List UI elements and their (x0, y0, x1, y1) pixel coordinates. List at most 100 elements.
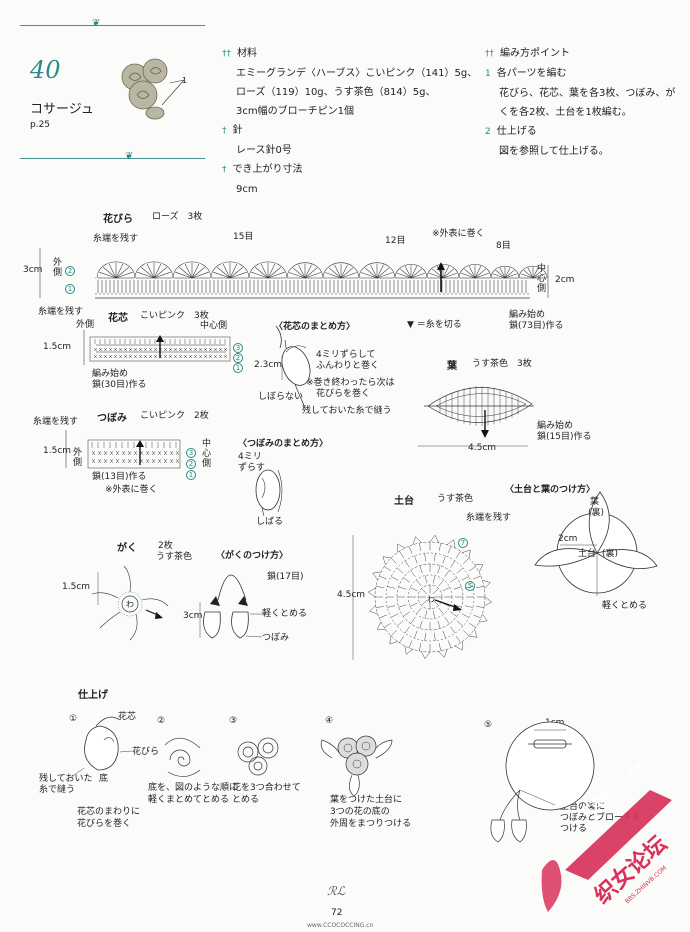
calyx-subtitle: うす茶色 (156, 552, 193, 562)
materials-block: ††材料 エミーグランデ〈ハーブス〉こいピンク（141）5g、 ローズ（119）… (222, 44, 477, 199)
finish-title: 仕上げ (78, 690, 108, 701)
dagger-icon: †† (485, 49, 494, 59)
core-subtitle: こいピンク 3枚 (140, 311, 209, 321)
side-label: 外側 (76, 320, 95, 330)
assembly-note: ふんわりと巻く (316, 361, 380, 371)
wrap-note: ※外表に巻く (105, 485, 158, 495)
row-marker: 2 (65, 258, 75, 277)
height-label: 2.3cm (254, 360, 283, 370)
width-label: 1cm (545, 718, 565, 728)
needle-value: レース針0号 (236, 145, 292, 156)
dagger-icon: †† (222, 49, 231, 59)
point-text: 花びら、花芯、葉を各3枚、つぼみ、が (499, 88, 676, 99)
ring-label: わ (427, 595, 435, 604)
step-label: 花びら (132, 747, 160, 757)
base-leaf-title: 〈土台と葉のつけ方〉 (505, 485, 596, 495)
core-assembly-title: 〈花芯のまとめ方〉 (274, 322, 356, 332)
step-note: 3つの花の底の (330, 807, 390, 817)
step-note: 軽くまとめてとめる (148, 795, 230, 805)
step-number: ① (69, 714, 78, 724)
leaf-subtitle: うす茶色 3枚 (472, 359, 532, 369)
assembly-note: 残しておいた糸で縫う (302, 406, 392, 416)
row-marker: 3 (233, 335, 243, 354)
bud-subtitle: こいピンク 2枚 (140, 411, 209, 421)
header-rule-bottom (20, 158, 205, 159)
point-heading: 仕上げる (496, 126, 537, 137)
calyx-title: がく (117, 543, 137, 554)
row-marker: 1 (65, 276, 75, 295)
leave-yarn-label: 糸端を残す (466, 513, 512, 523)
dagger-icon: † (222, 126, 227, 136)
step-number: ④ (325, 716, 334, 726)
height-label: 1.5cm (43, 446, 72, 456)
base-title: 土台 (394, 496, 414, 507)
footer-url: www.CCOCOCCING.cn (307, 922, 374, 929)
cut-legend: ▼ ＝糸を切る (407, 320, 462, 330)
point-text: くを各2枚、土台を1枚編む。 (499, 107, 632, 118)
row-marker: 7 (458, 530, 468, 549)
assembly-note: ※巻き終わったら次は (306, 378, 395, 388)
materials-line: 3cm幅のブローチピン1個 (236, 106, 354, 117)
points-heading: 編み方ポイント (500, 48, 570, 59)
side-label: 中心側 (200, 321, 228, 331)
start-label: 編み始め (92, 369, 129, 379)
leaf-back-label: (裏) (588, 508, 605, 518)
height-label: 1.5cm (62, 582, 91, 592)
step-note: 花びらを巻く (77, 819, 132, 829)
height-label: 3cm (183, 611, 203, 621)
page-number: 72 (331, 908, 343, 918)
step-label: 1cm（裏） (531, 764, 578, 774)
ornament-icon: ❦ (125, 151, 134, 162)
base-subtitle: うす茶色 (437, 494, 474, 504)
assembly-note: 4ミリずらして (316, 350, 376, 360)
diameter-label: 2cm (558, 534, 578, 544)
base-back-label: (裏) (602, 549, 619, 559)
step-note: 花芯のまわりに (77, 807, 141, 817)
point-number: 1 (485, 69, 491, 79)
stitch-count-label: 8目 (496, 241, 511, 251)
width-label: 4.5cm (468, 443, 497, 453)
calyx-subtitle: 2枚 (158, 541, 173, 551)
step-label: 底 (99, 774, 109, 784)
watermark-welcome: 欢迎Welcome (579, 757, 646, 820)
wrap-note: ※外表に巻く (432, 229, 485, 239)
step-number: ③ (229, 716, 238, 726)
assembly-note: 軽くとめる (602, 601, 648, 611)
assembly-note: 軽くとめる (262, 609, 308, 619)
side-label: 外側 (73, 448, 83, 468)
leaf-back-label: 葉 (590, 497, 600, 507)
chain-label: 鎖(17目) (267, 572, 304, 582)
start-label: 編み始め (537, 421, 574, 431)
step-label: 糸で縫う (39, 785, 76, 795)
photo-callout: 1 (182, 76, 188, 85)
assembly-note: ずらす (238, 463, 265, 473)
step-note: つぼみとブローチを (560, 813, 642, 823)
leave-yarn-label: 糸端を残す (33, 417, 79, 427)
petal-title: 花びら (103, 214, 133, 225)
materials-line: ローズ（119）10g、うす茶色（814）5g、 (236, 87, 436, 98)
start-label: 鎖(73目)作る (509, 321, 564, 331)
diameter-label: 4.5cm (337, 590, 366, 600)
step-label: 残しておいた (39, 774, 93, 784)
stitch-count-label: 12目 (385, 236, 406, 246)
bud-assembly-title: 〈つぼみのまとめ方〉 (238, 439, 329, 449)
pattern-title: コサージュ (30, 102, 94, 117)
pattern-number: 40 (30, 56, 61, 84)
needle-heading: 針 (232, 125, 243, 136)
step-note: 花を3つ合わせて (232, 783, 301, 793)
height-label: 1.5cm (43, 342, 72, 352)
assembly-note: しばる (256, 517, 284, 527)
row-marker: 2 (186, 451, 196, 470)
calyx-attach-title: 〈がくのつけ方〉 (216, 551, 289, 561)
cut-arrow-icon: ▼ (407, 320, 414, 330)
row-marker: 1 (233, 355, 243, 374)
leaf-title: 葉 (447, 361, 457, 372)
point-text: 図を参照して仕上げる。 (499, 146, 609, 157)
height-label: 3cm (23, 265, 43, 275)
assembly-note: 花びらを巻く (316, 389, 371, 399)
assembly-note: 4ミリ (238, 452, 262, 462)
dagger-icon: † (222, 165, 227, 175)
row-marker: 5 (465, 573, 475, 592)
step-note: 外周をまつりつける (330, 819, 412, 829)
assembly-note: つぼみ (262, 633, 290, 643)
